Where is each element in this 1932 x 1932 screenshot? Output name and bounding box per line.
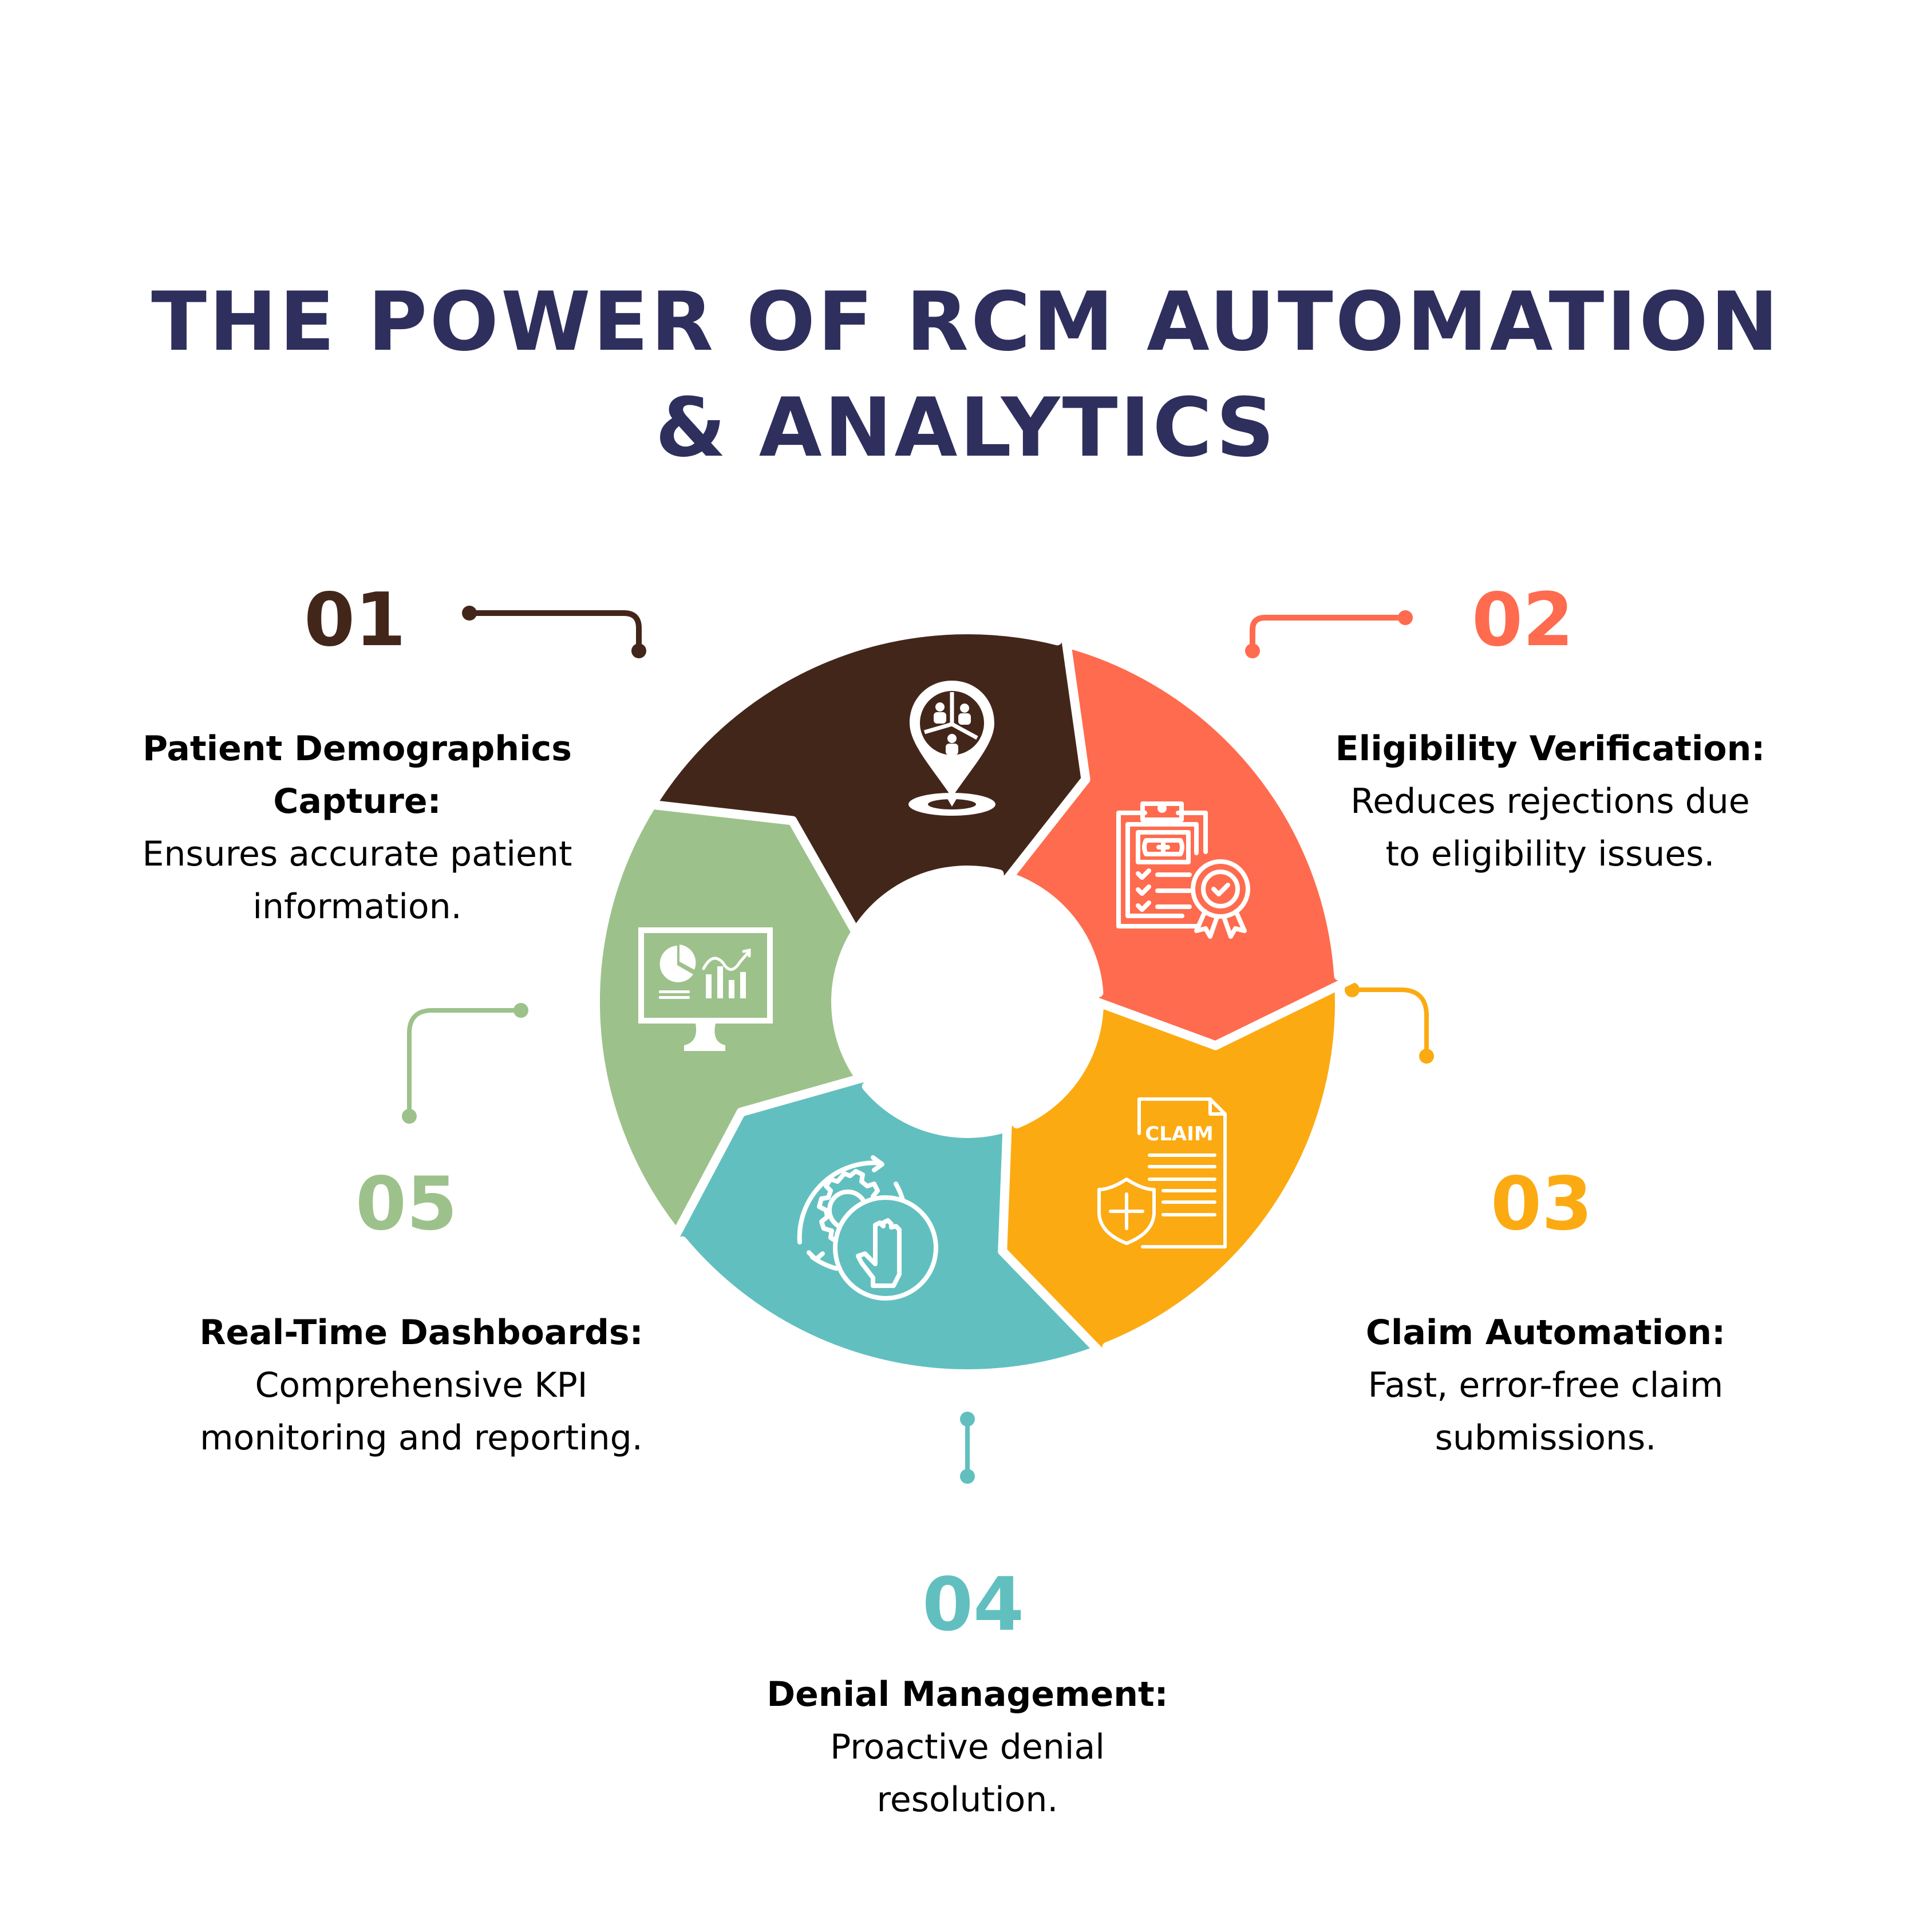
step-description-02: Eligibility Verification: Reduces reject…	[1264, 722, 1836, 880]
title-line-1: THE POWER OF RCM AUTOMATION	[151, 275, 1781, 369]
step-body-02-line2: to eligibility issues.	[1385, 834, 1715, 874]
location-pin-people-icon	[908, 681, 995, 816]
title-line-2: & ANALYTICS	[655, 381, 1277, 475]
connector-05	[402, 1003, 528, 1124]
step-body-03-line2: submissions.	[1435, 1418, 1657, 1458]
claim-document-shield-icon: CLAIM	[1097, 1097, 1227, 1249]
step-body-03: Fast, error-free claim	[1368, 1365, 1724, 1405]
step-body-02: Reduces rejections due	[1350, 781, 1750, 821]
step-description-03: Claim Automation: Fast, error-free claim…	[1259, 1306, 1832, 1464]
step-number-05: 05	[355, 1161, 458, 1247]
step-heading-01: Patient Demographics	[143, 729, 572, 769]
connector-01	[462, 606, 646, 658]
step-body-01: Ensures accurate patient	[142, 834, 572, 874]
claim-label: CLAIM	[1145, 1123, 1213, 1145]
step-body-04-line2: resolution.	[876, 1780, 1058, 1820]
step-heading-01-line2: Capture:	[273, 781, 441, 821]
step-body-05-line2: monitoring and reporting.	[200, 1418, 643, 1458]
step-heading-02: Eligibility Verification:	[1335, 729, 1765, 769]
connector-03	[1345, 982, 1434, 1064]
step-description-01: Patient Demographics Capture: Ensures ac…	[71, 722, 643, 933]
step-heading-05: Real-Time Dashboards:	[199, 1313, 643, 1353]
gear-hand-stop-icon	[797, 1155, 938, 1301]
step-number-03: 03	[1490, 1161, 1593, 1247]
page-title: THE POWER OF RCM AUTOMATION & ANALYTICS	[0, 269, 1932, 481]
step-heading-03: Claim Automation:	[1365, 1313, 1726, 1353]
step-heading-04: Denial Management:	[767, 1674, 1168, 1714]
connector-02	[1245, 610, 1413, 658]
step-body-05: Comprehensive KPI	[255, 1365, 588, 1405]
step-number-01: 01	[303, 578, 406, 663]
connector-04	[960, 1412, 975, 1484]
monitor-dashboard-icon	[638, 927, 773, 1051]
step-body-01-line2: information.	[252, 887, 462, 927]
step-number-04: 04	[922, 1562, 1025, 1647]
step-description-04: Denial Management: Proactive denial reso…	[681, 1668, 1254, 1826]
step-number-02: 02	[1471, 578, 1574, 663]
clipboard-badge-check-icon	[1116, 801, 1250, 939]
wheel-center	[836, 870, 1099, 1133]
step-body-04: Proactive denial	[830, 1727, 1105, 1767]
step-description-05: Real-Time Dashboards: Comprehensive KPI …	[135, 1306, 708, 1464]
